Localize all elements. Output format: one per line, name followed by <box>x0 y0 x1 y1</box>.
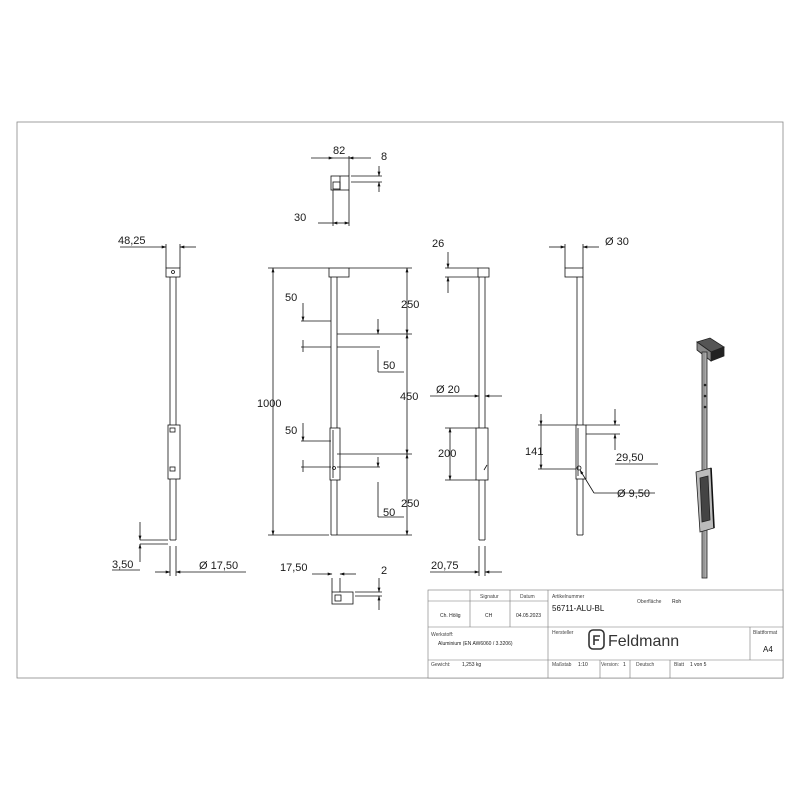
dim-top-height: 30 <box>294 212 306 224</box>
rod-side-view-1 <box>112 244 246 576</box>
dim-view3-top-width: 26 <box>432 238 444 250</box>
tb-label-date: Datum <box>520 594 535 600</box>
dim-view2-seg-bot: 250 <box>401 498 419 510</box>
dim-view2-seg-top: 250 <box>401 299 419 311</box>
tb-label-language: Deutsch <box>636 662 655 668</box>
rod-side-view-3 <box>430 252 502 576</box>
tb-signature: CH <box>485 613 493 619</box>
dim-bottom-offset: 2 <box>381 565 387 577</box>
bottom-detail-view <box>312 572 382 610</box>
tb-label-signature: Signatur <box>480 594 499 600</box>
tb-label-scale: Maßstab <box>552 662 572 668</box>
dim-view2-holder-top-b: 50 <box>383 360 395 372</box>
dim-view3-diameter: Ø 20 <box>436 384 460 396</box>
tb-surface: Roh <box>672 599 681 605</box>
dim-view1-diameter: Ø 17,50 <box>199 560 238 572</box>
dim-view1-bottom-offset: 3,50 <box>112 559 133 571</box>
tb-sheet-format: A4 <box>763 645 773 654</box>
tb-article-no: 56711-ALU-BL <box>552 604 605 613</box>
dim-view2-seg-mid: 450 <box>400 391 418 403</box>
dim-view3-holder: 200 <box>438 448 456 460</box>
rod-side-view-4 <box>538 244 658 536</box>
tb-weight: 1,253 kg <box>462 662 481 668</box>
dim-view4-holder-offset: 29,50 <box>616 452 644 464</box>
tb-label-surface: Oberfläche <box>637 599 662 605</box>
tb-drawn-by: Ch. Hölig <box>440 613 461 619</box>
dim-view1-top-width: 48,25 <box>118 235 146 247</box>
tb-date: 04.05.2023 <box>516 613 541 619</box>
tb-label-sheet: Blatt <box>674 662 685 668</box>
dim-view4-hole: Ø 9,50 <box>617 488 650 500</box>
tb-sheet: 1 von 5 <box>690 662 707 668</box>
drawing-frame <box>16 121 784 679</box>
tb-label-manufacturer: Hersteller <box>552 630 574 636</box>
tb-label-weight: Gewicht: <box>431 662 450 668</box>
title-block <box>427 589 784 679</box>
brand-name: Feldmann <box>608 633 679 650</box>
top-detail-view <box>311 156 382 226</box>
dim-view2-holder-bot-b: 50 <box>383 507 395 519</box>
dim-view2-overall: 1000 <box>257 398 281 410</box>
tb-label-material: Werkstoff: <box>431 632 453 638</box>
dim-view2-holder-bot: 50 <box>285 425 297 437</box>
dim-view2-holder-top: 50 <box>285 292 297 304</box>
isometric-view <box>695 337 725 579</box>
dim-view4-holder: 141 <box>525 446 543 458</box>
tb-label-sheet-format: Blattformat <box>753 630 778 636</box>
dim-bottom-width: 17,50 <box>280 562 308 574</box>
feldmann-logo <box>588 629 605 650</box>
dim-view3-bottom-width: 20,75 <box>431 560 459 572</box>
tb-version: 1 <box>623 662 626 668</box>
dim-top-width: 82 <box>333 145 345 157</box>
dim-view4-top-diameter: Ø 30 <box>605 236 629 248</box>
tb-label-version: Version: <box>601 662 619 668</box>
tb-material: Aluminium (EN AW6060 / 3.3206) <box>438 641 513 647</box>
dim-top-offset: 8 <box>381 151 387 163</box>
tb-scale: 1:10 <box>578 662 588 668</box>
rod-front-view-2 <box>268 267 412 536</box>
tb-label-article-no: Artikelnummer <box>552 594 585 600</box>
